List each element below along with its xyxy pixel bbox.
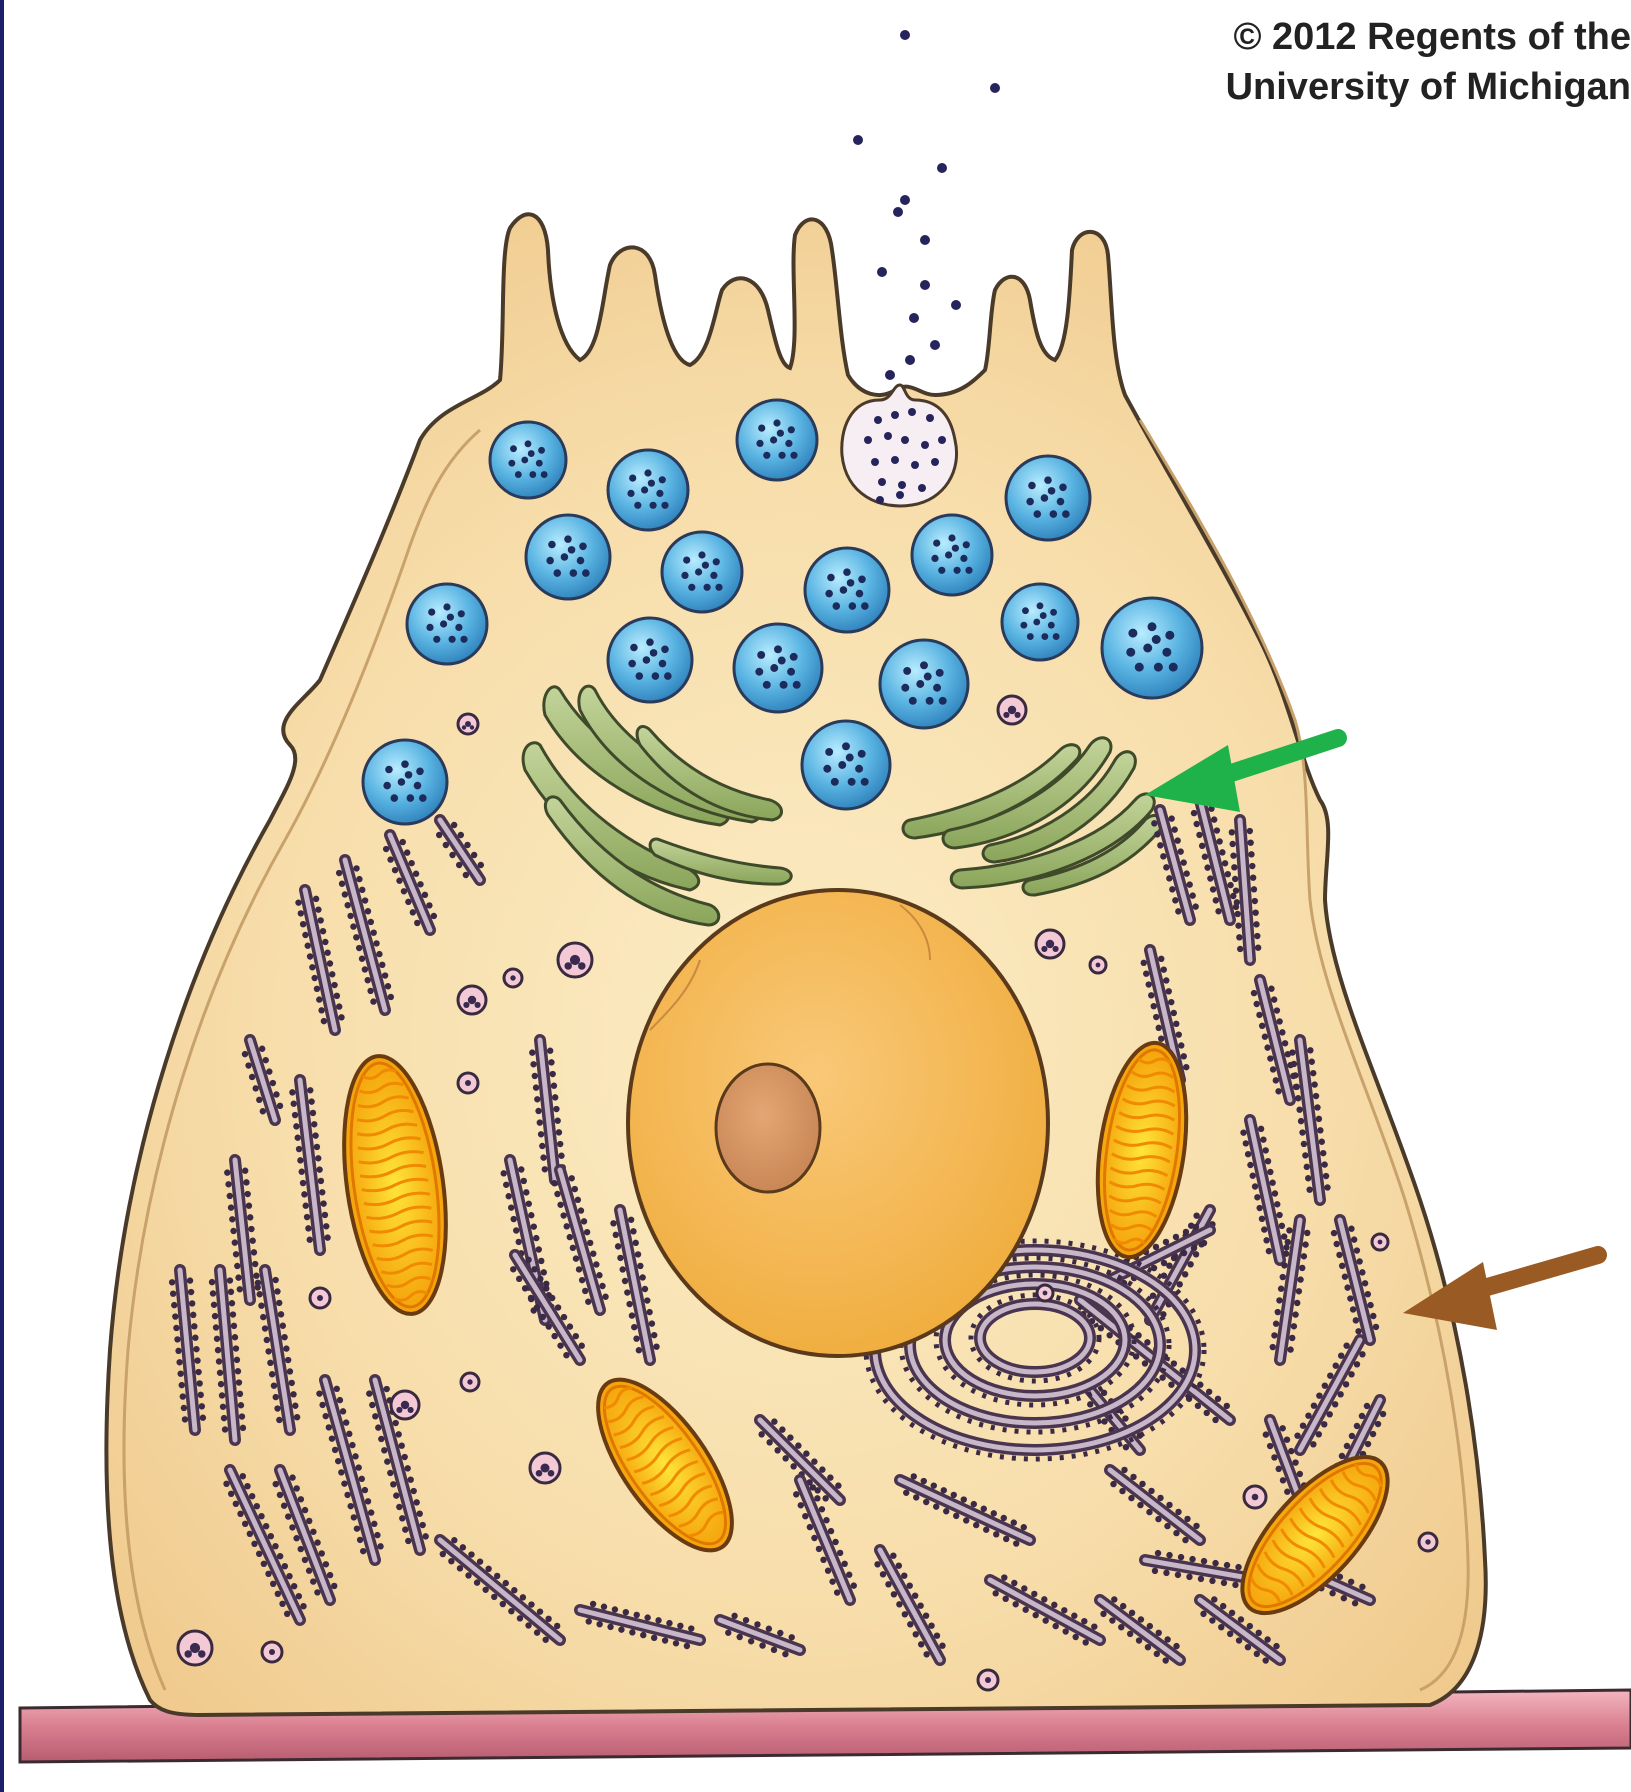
secretion-dot xyxy=(876,496,884,504)
vesicle xyxy=(310,1288,330,1308)
secretion-dot xyxy=(937,163,947,173)
secretory-granule xyxy=(608,618,692,702)
secretion-dot xyxy=(900,195,910,205)
secretion-dot xyxy=(908,408,916,416)
secretion-dot xyxy=(921,441,929,449)
secretion-dot xyxy=(893,207,903,217)
vesicle xyxy=(998,696,1026,724)
vesicle xyxy=(1244,1486,1266,1508)
secretion-dot xyxy=(878,478,886,486)
vesicle xyxy=(504,969,522,987)
secretory-granule xyxy=(880,640,968,728)
secretory-granule xyxy=(526,515,610,599)
vesicle xyxy=(1037,1285,1053,1301)
vesicle xyxy=(458,1073,478,1093)
secretion-dot xyxy=(930,340,940,350)
secretion-dot xyxy=(871,458,879,466)
secretion-dot xyxy=(951,300,961,310)
vesicle xyxy=(558,943,592,977)
vesicle xyxy=(262,1642,282,1662)
secretion-dot xyxy=(926,414,934,422)
copyright-notice: © 2012 Regents of the University of Mich… xyxy=(1071,12,1631,112)
secretion-dot xyxy=(891,456,899,464)
secretion-dot xyxy=(853,135,863,145)
secretion-dot xyxy=(900,30,910,40)
vesicle xyxy=(458,714,478,734)
secretion-dot xyxy=(901,436,909,444)
secretion-dot xyxy=(920,280,930,290)
secretory-granule xyxy=(1102,598,1202,698)
secretory-granule xyxy=(912,515,992,595)
vesicle xyxy=(530,1453,560,1483)
secretion-dot xyxy=(909,313,919,323)
secretory-granule xyxy=(805,548,889,632)
vesicle xyxy=(458,986,486,1014)
nucleolus xyxy=(716,1064,820,1192)
copyright-line-2: University of Michigan xyxy=(1071,62,1631,112)
secretion-dot xyxy=(918,484,926,492)
vesicle xyxy=(1090,957,1106,973)
secretion-dot xyxy=(874,416,882,424)
vesicle xyxy=(391,1391,419,1419)
vesicle xyxy=(1419,1533,1437,1551)
secretory-granule xyxy=(363,740,447,824)
secretion-dot xyxy=(864,436,872,444)
copyright-line-1: © 2012 Regents of the xyxy=(1071,12,1631,62)
secretion-dot xyxy=(911,461,919,469)
secretion-dot xyxy=(898,481,906,489)
secretory-granule xyxy=(1006,456,1090,540)
secretion-dot xyxy=(990,83,1000,93)
secretory-granule xyxy=(608,450,688,530)
secretory-granule xyxy=(737,400,817,480)
vesicle xyxy=(978,1670,998,1690)
secretory-granule xyxy=(407,584,487,664)
secretion-dot xyxy=(931,458,939,466)
nucleus xyxy=(628,890,1048,1356)
secretory-granule xyxy=(734,624,822,712)
vesicle xyxy=(178,1631,212,1665)
secretion-dot xyxy=(896,491,904,499)
secretion-dot xyxy=(891,411,899,419)
secretory-granule xyxy=(662,532,742,612)
secretion-dot xyxy=(905,355,915,365)
secretion-dot xyxy=(920,235,930,245)
vesicle xyxy=(461,1373,479,1391)
secretion-dot xyxy=(938,436,946,444)
secretion-dot xyxy=(884,432,892,440)
secretion-dot xyxy=(885,370,895,380)
secretion-dot xyxy=(877,267,887,277)
vesicle xyxy=(1372,1234,1388,1250)
secretory-granule xyxy=(490,422,566,498)
secretory-granule xyxy=(1002,584,1078,660)
vesicle xyxy=(1036,930,1064,958)
secretory-granule xyxy=(802,721,890,809)
